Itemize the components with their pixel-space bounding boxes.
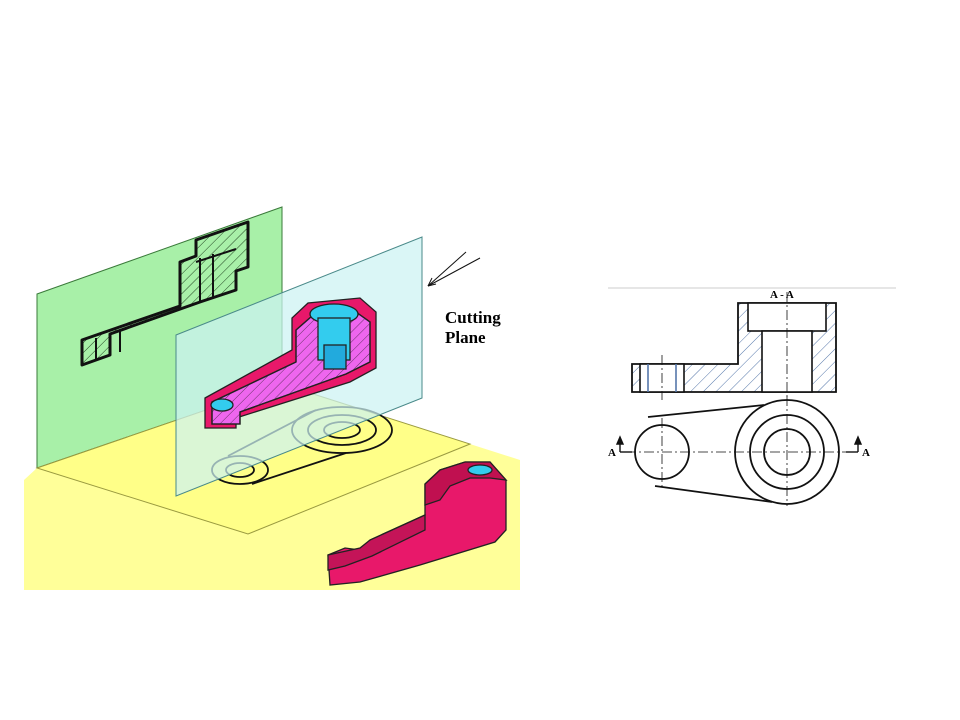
pictorial-view: Cutting Plane	[24, 206, 520, 590]
marker-right-label: A	[862, 447, 870, 459]
projected-section	[80, 220, 250, 367]
orthographic-view: A - A A A	[608, 287, 896, 506]
cutting-plane-markers	[615, 435, 863, 453]
cutting-plane-label-line2: Plane	[445, 328, 486, 347]
removed-part	[327, 461, 508, 586]
marker-left-label: A	[608, 447, 616, 459]
cutting-plane-label-line1: Cutting	[445, 308, 501, 327]
sectional-front-view	[631, 292, 837, 400]
sectioned-part	[204, 297, 377, 429]
cutting-plane-callout	[427, 251, 481, 287]
top-view	[626, 396, 852, 506]
section-title: A - A	[770, 289, 794, 301]
